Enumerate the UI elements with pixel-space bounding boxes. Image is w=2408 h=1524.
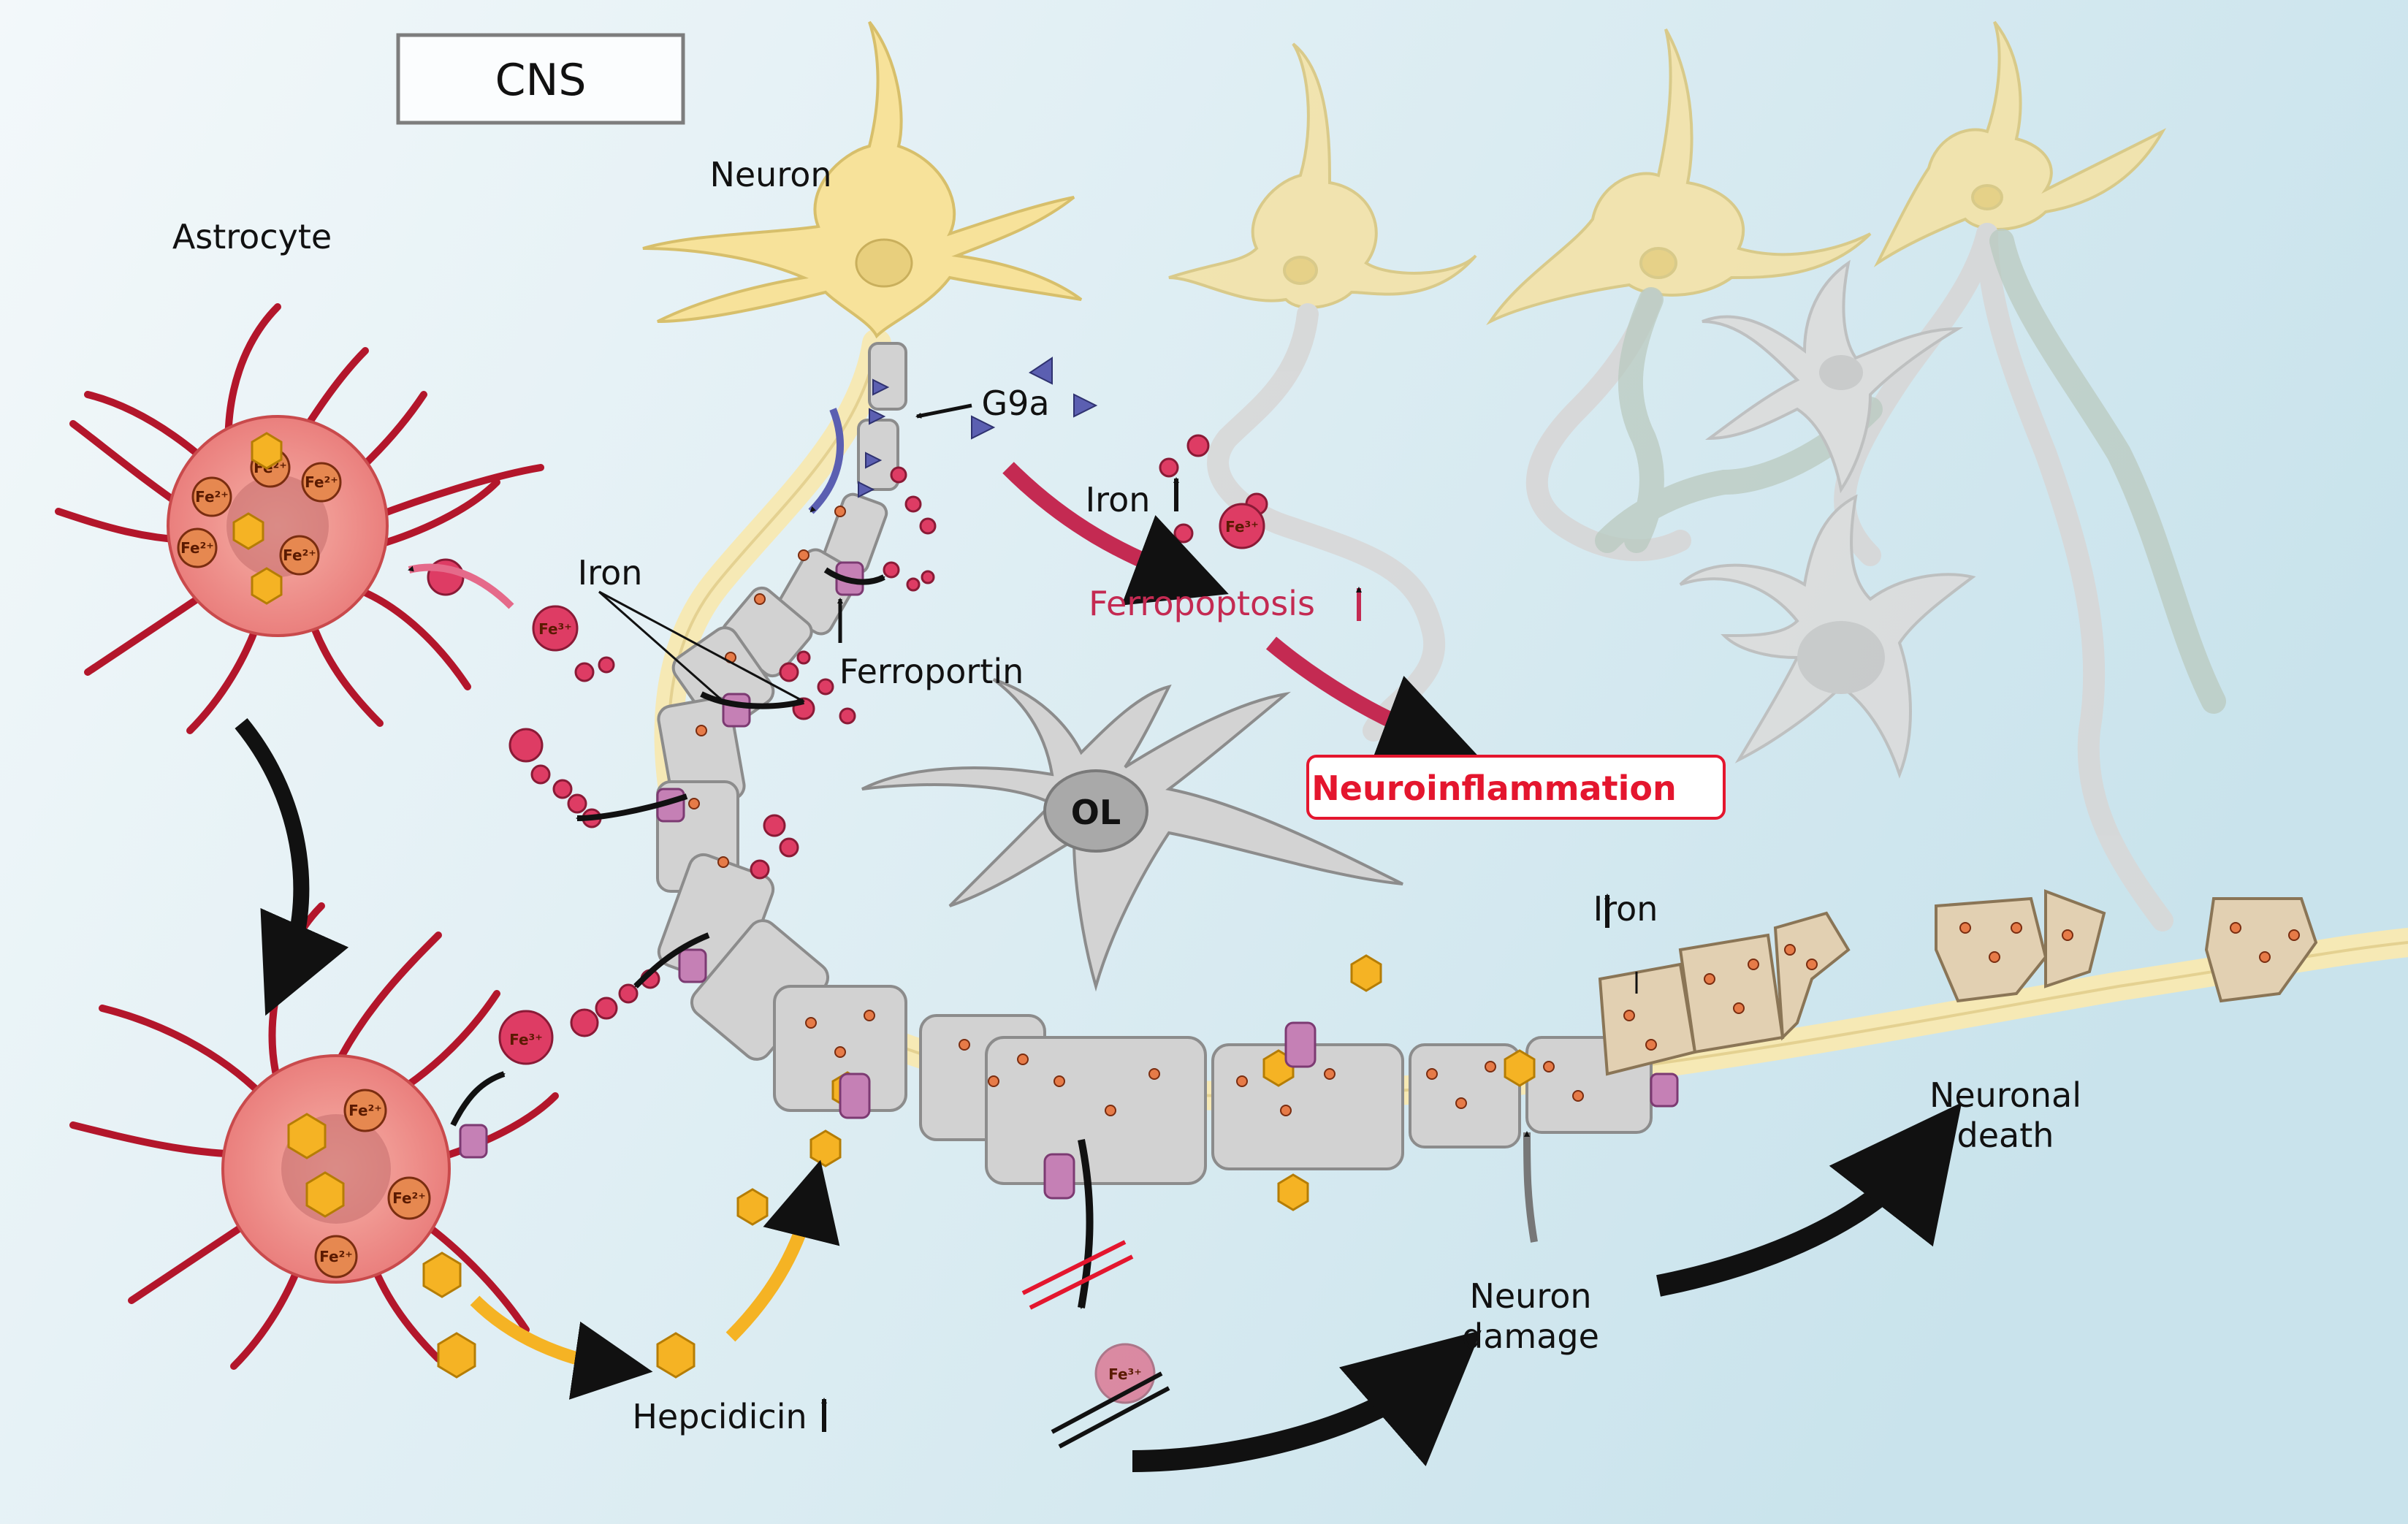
g9a-triangles [858, 357, 1098, 498]
astrocyte-label: Astrocyte [172, 217, 332, 256]
fe3-label-4: Fe³⁺ [1108, 1365, 1142, 1383]
neuronal-death-label-line2: death [1957, 1116, 2054, 1155]
iron-label-mid: Iron [1086, 480, 1151, 519]
iron-label-left: Iron [578, 553, 643, 593]
fe2-label-5: Fe²⁺ [283, 546, 316, 564]
oligodendrocyte [861, 678, 1403, 992]
iron-particles [427, 434, 1268, 1404]
g9a-label: G9a [981, 384, 1049, 423]
fe2-label-8: Fe²⁺ [319, 1248, 353, 1265]
neuronal-death-label-line1: Neuronal [1929, 1075, 2081, 1115]
astrocyte-iron-circles [177, 447, 431, 1279]
neuroinflammation-label: Neuroinflammation [1311, 769, 1676, 808]
iron-label-right: Iron [1593, 889, 1658, 929]
fe2-label-7: Fe²⁺ [392, 1189, 426, 1207]
ol-label: OL [1071, 793, 1121, 832]
ferropoptosis-label: Ferropoptosis [1089, 584, 1315, 623]
fe2-label-6: Fe²⁺ [348, 1102, 382, 1119]
neuron-damage-label-line2: damage [1462, 1317, 1599, 1356]
cns-title: CNS [495, 55, 587, 106]
fe3-label-1: Fe³⁺ [538, 620, 572, 638]
fe2-label-3: Fe²⁺ [305, 473, 338, 491]
neuron-label: Neuron [709, 155, 831, 194]
main-neuron [642, 20, 1083, 339]
ferroportin-label: Ferroportin [839, 652, 1024, 691]
flow-arrows [235, 403, 1962, 1472]
fe3-label-3: Fe³⁺ [1225, 518, 1259, 536]
background-neurons [1168, 20, 2226, 931]
hepcidicin-label: Hepcidicin [632, 1397, 807, 1436]
myelin-iron-dots [688, 506, 2300, 1116]
neuroinflammation-box [1306, 755, 1726, 820]
neuron-damage-label-line1: Neuron [1469, 1276, 1591, 1316]
fe3-label-2: Fe³⁺ [509, 1031, 543, 1048]
ferroportin-channels [459, 561, 1679, 1200]
fe2-label-1: Fe²⁺ [195, 488, 229, 506]
g9a-flow-arrow [808, 408, 844, 514]
cns-title-box [396, 33, 685, 125]
fe2-label-4: Fe²⁺ [180, 539, 214, 557]
hepcidin-hexagons [232, 432, 1536, 1379]
